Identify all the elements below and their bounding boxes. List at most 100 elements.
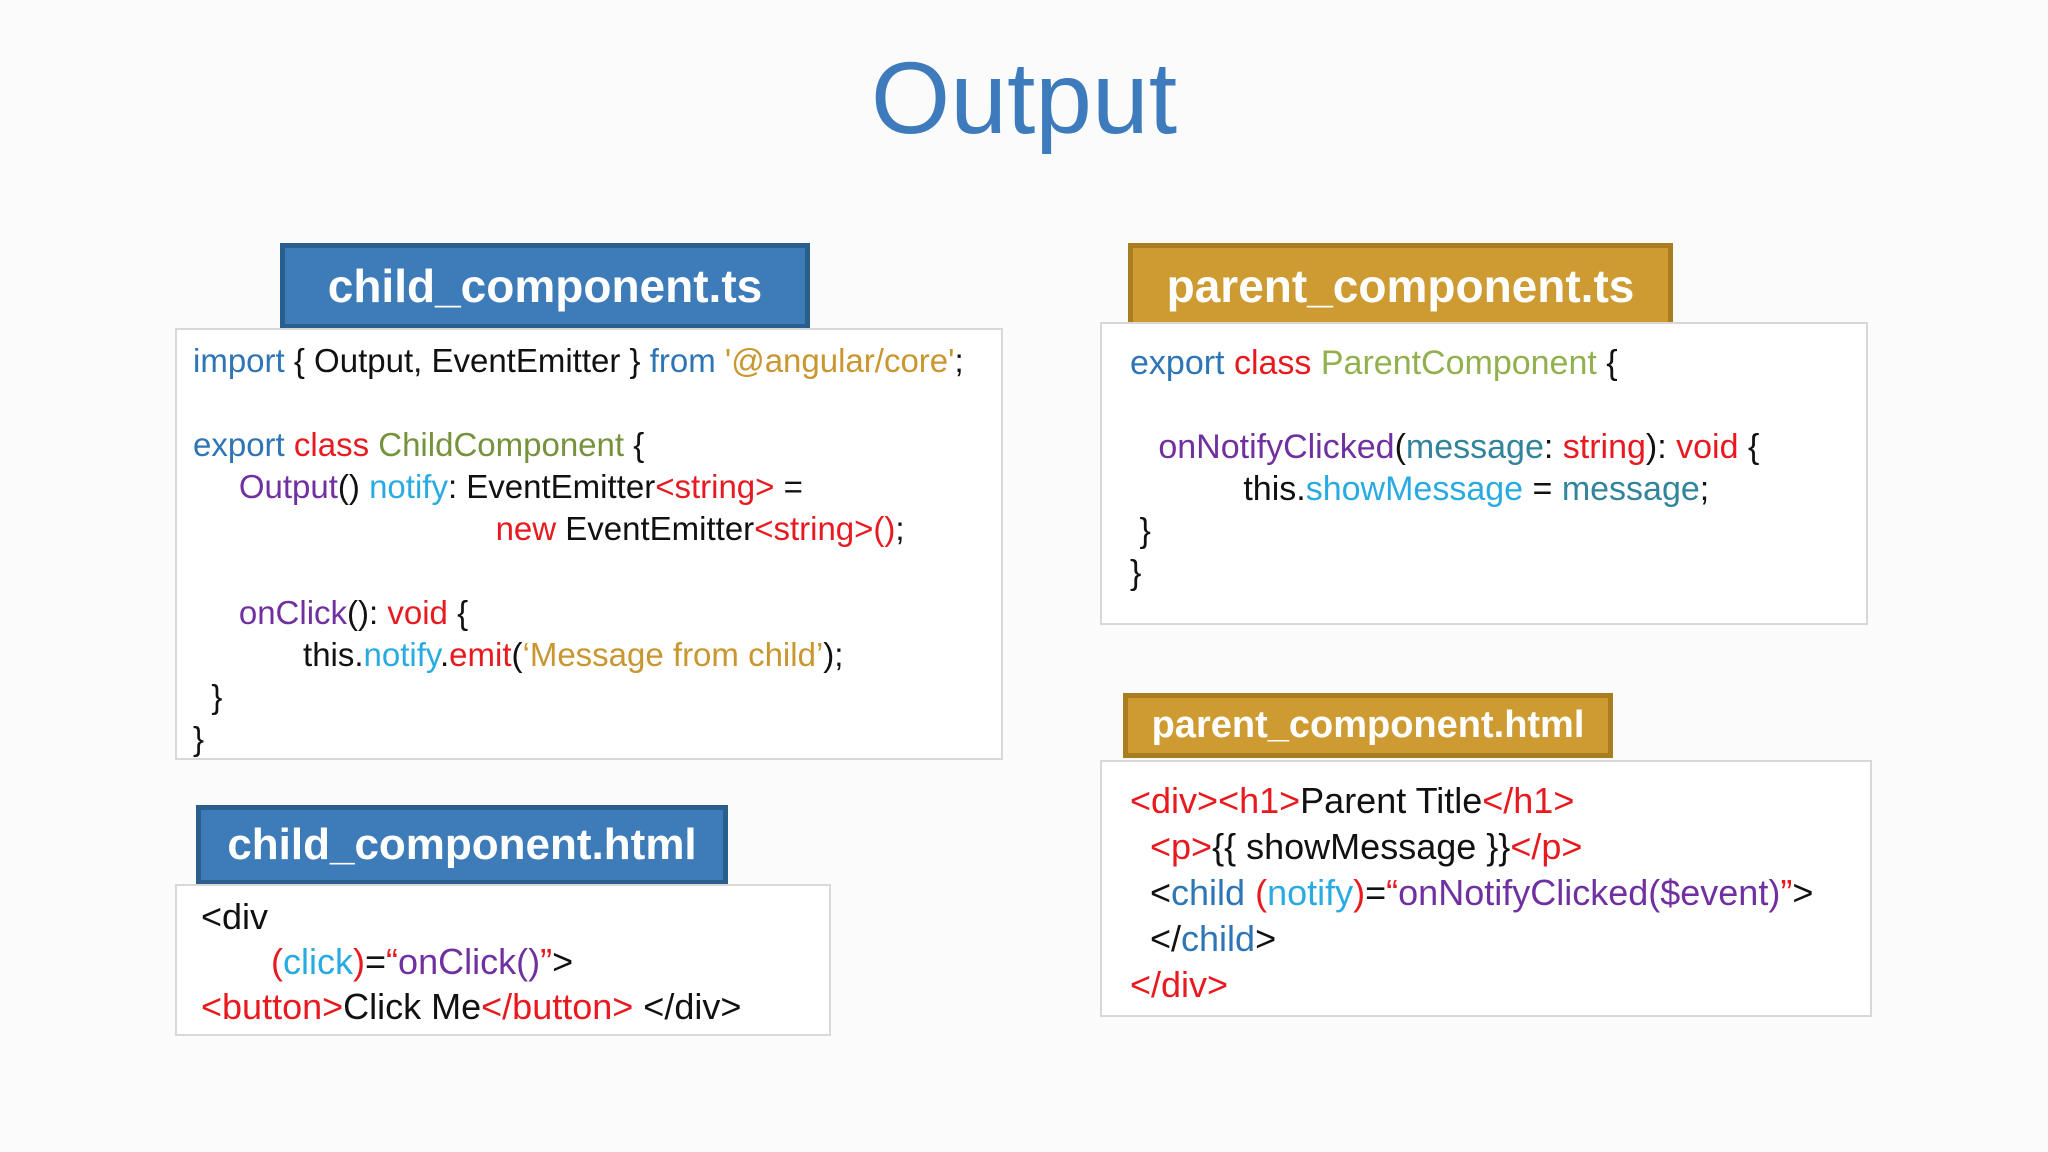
code-token: this. xyxy=(1130,470,1306,508)
code-token: “ xyxy=(1386,872,1399,913)
code-token: string xyxy=(1562,428,1646,466)
code-token xyxy=(1130,826,1150,867)
code-line: <div><h1>Parent Title</h1> xyxy=(1130,778,1870,824)
code-token: <button> xyxy=(201,986,344,1027)
code-token: } xyxy=(1130,554,1142,592)
code-token xyxy=(1130,428,1158,466)
code-token: onClick xyxy=(238,594,348,631)
code-token: Parent Title xyxy=(1300,780,1483,821)
code-token: ; xyxy=(954,342,964,379)
code-token: ” xyxy=(1780,872,1793,913)
code-token: { xyxy=(1606,344,1618,382)
code-token: } xyxy=(1130,512,1151,550)
code-line xyxy=(193,550,1001,592)
code-line: <div xyxy=(201,894,829,939)
code-token: < xyxy=(1130,872,1172,913)
code-token: { xyxy=(457,594,469,631)
code-line: export class ParentComponent { xyxy=(1130,342,1866,384)
code-token: > xyxy=(552,941,574,982)
code-token: new xyxy=(495,510,557,547)
code-token: ) xyxy=(353,941,366,982)
code-line: <p>{{ showMessage }}</p> xyxy=(1130,824,1870,870)
panel-header-label: parent_component.ts xyxy=(1166,260,1635,312)
code-token: void xyxy=(387,594,458,631)
page-title: Output xyxy=(870,41,1178,155)
code-token: = xyxy=(774,468,803,505)
code-token: child xyxy=(1171,872,1256,913)
code-token xyxy=(193,510,496,547)
code-token: showMessage xyxy=(1305,470,1524,508)
code-token: ( xyxy=(1394,428,1406,466)
code-token: </button> xyxy=(481,986,634,1027)
code-line: } xyxy=(1130,552,1866,594)
code-token: ( xyxy=(511,636,523,673)
code-token: export xyxy=(193,426,294,463)
code-token: () xyxy=(337,468,370,505)
code-token: </p> xyxy=(1510,826,1583,867)
code-token: </h1> xyxy=(1482,780,1575,821)
code-token: this. xyxy=(193,636,364,673)
code-token: class xyxy=(293,426,379,463)
code-token: ; xyxy=(1699,470,1710,508)
code-token: = xyxy=(1365,872,1387,913)
code-token: child xyxy=(1181,918,1256,959)
code-token: = xyxy=(365,941,387,982)
code-line xyxy=(1130,384,1866,426)
code-token: (): xyxy=(347,594,388,631)
code-token: </div> xyxy=(633,986,742,1027)
code-token: ” xyxy=(540,941,553,982)
panel-header-label: child_component.html xyxy=(227,820,697,869)
code-token: } xyxy=(193,720,205,757)
code-line: this.showMessage = message; xyxy=(1130,468,1866,510)
code-token: ChildComponent xyxy=(378,426,634,463)
code-token: notify xyxy=(369,468,448,505)
code-line: </child> xyxy=(1130,916,1870,962)
code-token: Click Me xyxy=(343,986,482,1027)
code-token: click xyxy=(283,941,354,982)
panel-header-parent-component-html: parent_component.html xyxy=(1123,693,1613,758)
code-token: <string>() xyxy=(754,510,896,547)
code-line: onClick(): void { xyxy=(193,592,1001,634)
code-box-child-component-html: <div (click)=“onClick()”><button>Click M… xyxy=(175,884,831,1036)
code-token xyxy=(193,594,239,631)
code-token: emit xyxy=(449,636,512,673)
code-token xyxy=(201,941,271,982)
panel-header-child-component-html: child_component.html xyxy=(196,805,728,885)
code-token: notify xyxy=(1267,872,1354,913)
code-token: EventEmitter xyxy=(556,510,755,547)
code-token: Output xyxy=(238,468,338,505)
code-line: export class ChildComponent { xyxy=(193,424,1001,466)
code-token: export xyxy=(1130,344,1234,382)
code-line: onNotifyClicked(message: string): void { xyxy=(1130,426,1866,468)
code-box-parent-component-html: <div><h1>Parent Title</h1> <p>{{ showMes… xyxy=(1100,760,1872,1017)
code-token: </div> xyxy=(1130,964,1229,1005)
code-token: from xyxy=(649,342,725,379)
code-line: (click)=“onClick()”> xyxy=(201,939,829,984)
code-box-child-component-ts: import { Output, EventEmitter } from '@a… xyxy=(175,328,1003,760)
code-line: new EventEmitter<string>(); xyxy=(193,508,1001,550)
code-line: this.notify.emit(‘Message from child’); xyxy=(193,634,1001,676)
code-token: class xyxy=(1233,344,1321,382)
code-token: ‘Message from child’ xyxy=(522,636,824,673)
code-token: . xyxy=(439,636,450,673)
code-line: <child (notify)=“onNotifyClicked($event)… xyxy=(1130,870,1870,916)
code-box-parent-component-ts: export class ParentComponent { onNotifyC… xyxy=(1100,322,1868,625)
code-token: “ xyxy=(386,941,399,982)
code-line: <button>Click Me</button> </div> xyxy=(201,984,829,1029)
code-token: <div xyxy=(201,896,269,937)
code-line: </div> xyxy=(1130,962,1870,1008)
code-token: > xyxy=(1255,918,1277,959)
code-token: void xyxy=(1676,428,1748,466)
code-token xyxy=(193,468,239,505)
code-token: ; xyxy=(895,510,905,547)
code-token: = xyxy=(1523,470,1562,508)
code-line: Output() notify: EventEmitter<string> = xyxy=(193,466,1001,508)
code-token: > xyxy=(1792,872,1814,913)
panel-header-parent-component-ts: parent_component.ts xyxy=(1128,243,1673,329)
panel-header-label: child_component.ts xyxy=(327,260,763,312)
code-token: onNotifyClicked($event) xyxy=(1398,872,1781,913)
code-token: ( xyxy=(1255,872,1268,913)
code-token: : xyxy=(1543,428,1563,466)
code-line: import { Output, EventEmitter } from '@a… xyxy=(193,340,1001,382)
